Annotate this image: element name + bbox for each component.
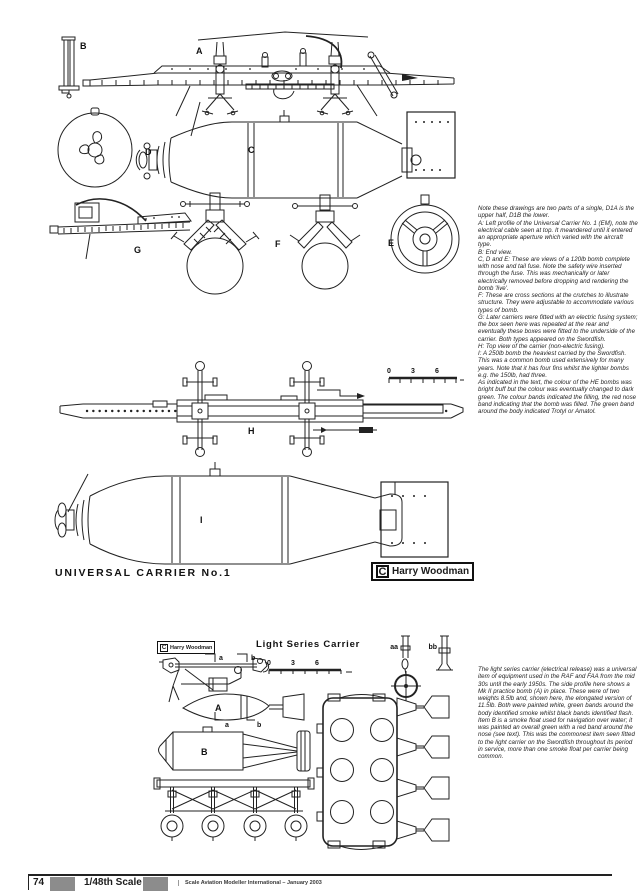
label-A: A: [196, 46, 203, 56]
plate-caption: UNIVERSAL CARRIER No.1: [55, 567, 232, 579]
drawing-nose-view-d: [57, 107, 133, 188]
label-G: G: [134, 245, 141, 255]
fusing-links: [313, 389, 377, 433]
crutch-section-large: [170, 192, 260, 295]
ruler-tick-6: 6: [435, 368, 439, 375]
magazine-title: Scale Aviation Modeller International – …: [178, 880, 322, 886]
section-bb-detail: [436, 635, 453, 671]
label-section-a: a: [219, 655, 223, 662]
bomb-container-top-view: [316, 693, 398, 850]
label-B: B: [80, 41, 87, 51]
release-mechanism-detail: [245, 70, 418, 100]
drawing-light-series-carrier: 0 3 6 a b a b A B aa bb: [153, 635, 453, 850]
crutch-top-rear: [289, 361, 325, 457]
footer-tick: [28, 874, 29, 890]
label-A: A: [215, 703, 222, 713]
label-D: D: [145, 147, 152, 157]
label-E: E: [388, 238, 394, 248]
label-C: C: [248, 145, 255, 155]
leader-line: [356, 84, 378, 117]
float-hangers: [167, 787, 301, 813]
ruler-tick-0: 0: [267, 660, 271, 667]
practice-bombs-row: [396, 695, 450, 842]
crutch-top-front: [182, 361, 218, 457]
practice-bomb-a: [182, 693, 305, 721]
front-crutch-assembly: [201, 41, 239, 116]
scale-label: 1/48th Scale: [84, 877, 142, 888]
sight-ring-detail: [391, 671, 421, 701]
label-B: B: [201, 747, 208, 757]
drawing-rear-view-e: [390, 194, 460, 274]
drawing-fusing-box-g: [49, 198, 192, 260]
carrier-rod-side-view: [159, 657, 270, 703]
copyright-credit-box-small: C Harry Woodman: [157, 641, 216, 654]
bomb-i-body: [54, 462, 403, 565]
label-section-b: b: [251, 655, 255, 662]
copyright-symbol: C: [160, 643, 168, 652]
label-section-b: b: [257, 722, 261, 729]
leader-line: [190, 101, 201, 137]
carrier-rail-top: [59, 394, 464, 423]
page-number: 74: [33, 877, 45, 888]
label-aa: aa: [390, 644, 398, 651]
copyright-credit-box: C Harry Woodman: [371, 562, 475, 581]
scale-ruler: [388, 376, 464, 383]
carrier-rack-front-view: [153, 777, 315, 841]
label-F: F: [275, 239, 281, 249]
footer-rule: [28, 874, 612, 876]
ruler-tick-3: 3: [411, 368, 415, 375]
ruler-tick-6: 6: [315, 660, 319, 667]
label-H: H: [248, 426, 255, 436]
tail-fin-box: [406, 111, 456, 179]
label-section-a: a: [225, 722, 229, 729]
section-aa-detail: [400, 635, 411, 676]
drawing-bomb-250lb: I: [54, 462, 449, 565]
drawing-bomb-120lb: D C: [57, 101, 456, 199]
label-bb: bb: [428, 644, 437, 651]
carrier-rail: [82, 65, 455, 87]
ruler-tick-0: 0: [387, 368, 391, 375]
credit-name: Harry Woodman: [170, 644, 213, 651]
ruler-tick-3: 3: [291, 660, 295, 667]
lower-plate-notes: The light series carrier (electrical rel…: [478, 666, 637, 760]
drawing-cross-sections: G F E: [49, 192, 460, 295]
leader-line: [175, 85, 191, 117]
scale-ruler: [268, 668, 352, 674]
lower-plate-title: Light Series Carrier: [256, 639, 361, 650]
rear-crutch-assembly: [316, 41, 354, 116]
drawing-carrier-top-view: 0 3 6 H: [59, 361, 464, 457]
drawing-end-view-b: [58, 36, 80, 99]
smoke-floats-end-view: [160, 814, 308, 841]
footer-gray-box: [143, 877, 168, 891]
credit-name: Harry Woodman: [392, 566, 470, 577]
copyright-symbol: C: [376, 565, 389, 578]
suspension-fittings: [261, 48, 399, 99]
upper-plate-notes: Note these drawings are two parts of a s…: [478, 205, 638, 415]
bomb-c-body: [135, 110, 422, 199]
footer-gray-box: [50, 877, 75, 891]
drawing-carrier-side-profile: A B: [58, 31, 455, 117]
label-I: I: [200, 515, 203, 525]
crutch-section-small: [289, 194, 361, 290]
smoke-float-b: [158, 726, 311, 772]
